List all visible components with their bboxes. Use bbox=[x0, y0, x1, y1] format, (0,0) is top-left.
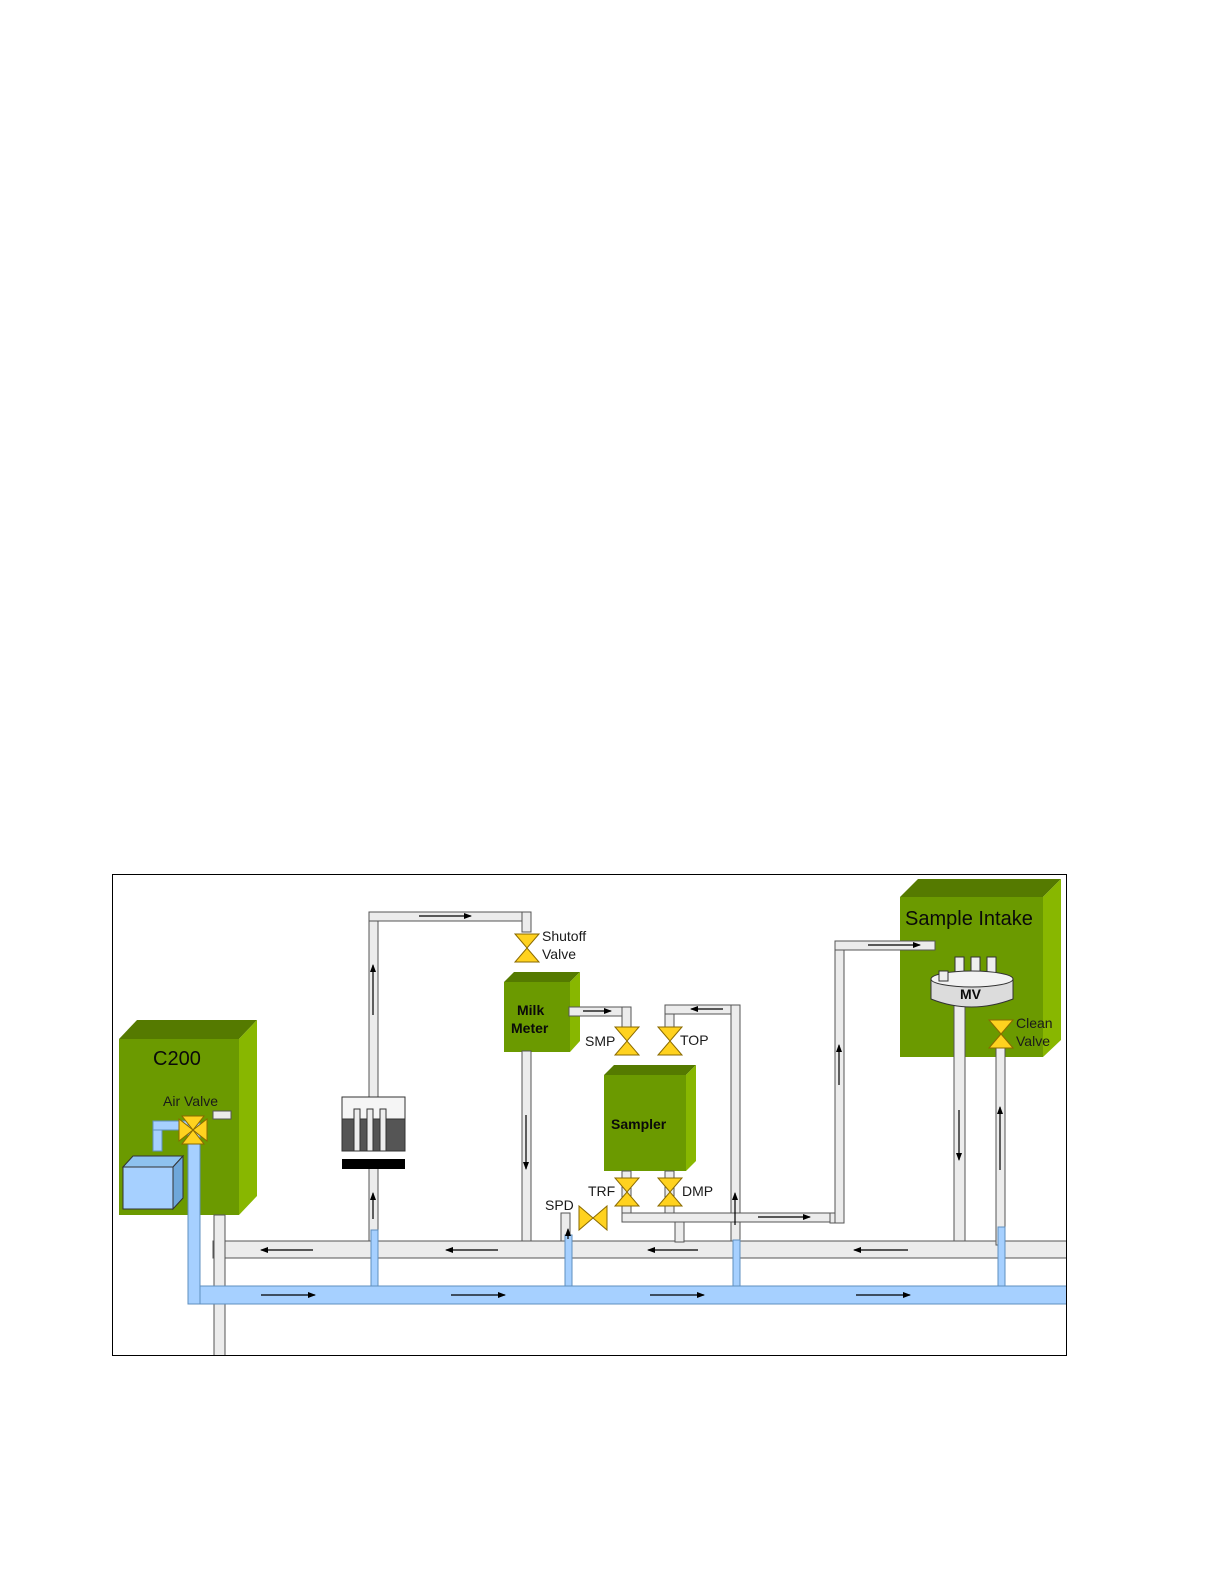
sample-intake-label: Sample Intake bbox=[905, 908, 1033, 930]
trf-valve-icon bbox=[615, 1178, 639, 1206]
smp-label: SMP bbox=[585, 1033, 615, 1049]
clean-valve-label-2: Valve bbox=[1016, 1033, 1050, 1049]
smp-valve-icon bbox=[615, 1027, 639, 1055]
diagram-frame: C200 Air Valve Sample Intake MV Clean Va… bbox=[112, 874, 1067, 1356]
water-tank bbox=[123, 1156, 183, 1209]
milk-meter-label-2: Meter bbox=[511, 1020, 549, 1036]
air-valve-label: Air Valve bbox=[163, 1093, 218, 1109]
top-valve-icon bbox=[658, 1027, 682, 1055]
process-diagram: C200 Air Valve Sample Intake MV Clean Va… bbox=[113, 875, 1067, 1356]
manifold-device bbox=[342, 1097, 405, 1169]
top-label: TOP bbox=[680, 1032, 709, 1048]
dmp-label: DMP bbox=[682, 1183, 713, 1199]
shutoff-valve-label-1: Shutoff bbox=[542, 928, 586, 944]
shutoff-valve-icon bbox=[515, 934, 539, 962]
spd-label: SPD bbox=[545, 1197, 574, 1213]
dmp-valve-icon bbox=[658, 1178, 682, 1206]
trf-label: TRF bbox=[588, 1183, 615, 1199]
milk-meter-label-1: Milk bbox=[517, 1002, 544, 1018]
clean-valve-label-1: Clean bbox=[1016, 1015, 1053, 1031]
shutoff-valve-label-2: Valve bbox=[542, 946, 576, 962]
c200-label: C200 bbox=[153, 1048, 201, 1070]
sampler-label: Sampler bbox=[611, 1116, 667, 1132]
mv-label: MV bbox=[960, 986, 982, 1002]
spd-valve-icon bbox=[579, 1206, 607, 1230]
